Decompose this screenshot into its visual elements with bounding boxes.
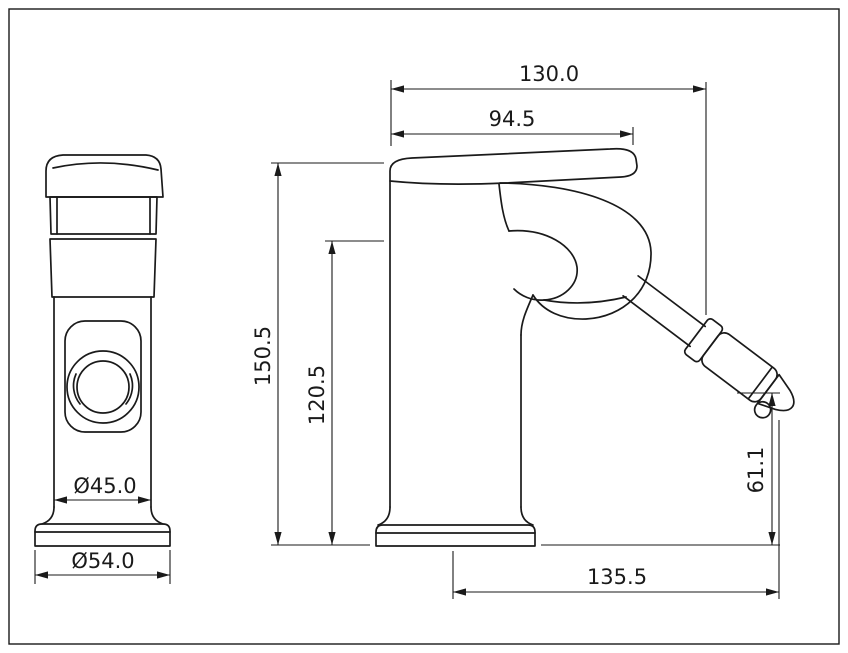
arrow-61-top (768, 393, 776, 406)
dim-120-label: 120.5 (305, 365, 329, 425)
arrow-150-bottom (274, 532, 282, 545)
side-base-flare-left (377, 506, 391, 526)
aerator-outlet (753, 400, 772, 419)
arrow-94-right (620, 130, 633, 138)
arrow-dia45-left (54, 496, 67, 504)
dim-94-label: 94.5 (489, 107, 536, 131)
arrow-dia54-right (157, 571, 170, 579)
side-view (375, 147, 795, 547)
spray-knob-outer (66, 350, 140, 424)
spout-outer-curve (499, 182, 652, 320)
base-plinth (34, 523, 171, 547)
dim-dia54-label: Ø54.0 (71, 549, 134, 573)
side-base-plinth (375, 524, 536, 547)
arrow-dia54-left (35, 571, 48, 579)
dimension-labels: Ø45.0 Ø54.0 130.0 94.5 150.5 120.5 61.1 … (71, 62, 768, 589)
sprayer-tip (756, 373, 795, 412)
outlet-tube-top (637, 275, 707, 328)
handle-base-band (49, 196, 158, 235)
drawing-frame (8, 8, 840, 645)
spout-inner-curve (508, 229, 578, 301)
arrow-94-left (391, 130, 404, 138)
arrow-61-bottom (768, 532, 776, 545)
arrowheads (35, 85, 779, 596)
dim-130-label: 130.0 (519, 62, 579, 86)
spout-to-body-transition (520, 294, 534, 336)
knob-shade-left (72, 373, 81, 405)
dim-61-label: 61.1 (744, 447, 768, 494)
neck-back-line (498, 183, 510, 232)
arrow-135-left (453, 588, 466, 596)
dim-dia45-label: Ø45.0 (73, 474, 136, 498)
outlet-underside (543, 296, 627, 304)
spray-knob-inner (76, 360, 130, 414)
lever-handle-outline (389, 147, 638, 185)
sprayer-head (622, 275, 795, 419)
outlet-tube-bottom (622, 294, 692, 348)
spray-escutcheon (64, 320, 142, 433)
dim-135-label: 135.5 (587, 565, 647, 589)
arrow-130-left (391, 85, 404, 93)
dimension-lines (34, 80, 780, 599)
front-view (34, 154, 171, 547)
handle-cap-outline (45, 154, 164, 198)
spout-block-outline (49, 238, 157, 298)
arrow-120-top (328, 241, 336, 254)
side-base-flare-right (520, 506, 534, 526)
knob-shade-right (125, 373, 134, 405)
arrow-150-top (274, 163, 282, 176)
arrow-135-right (766, 588, 779, 596)
outlines (34, 147, 795, 547)
arrow-130-right (693, 85, 706, 93)
arrow-120-bottom (328, 532, 336, 545)
arrow-dia45-right (138, 496, 151, 504)
frame-border (8, 8, 840, 645)
dim-150-label: 150.5 (251, 326, 275, 386)
handle-cap-top-line (52, 162, 159, 171)
